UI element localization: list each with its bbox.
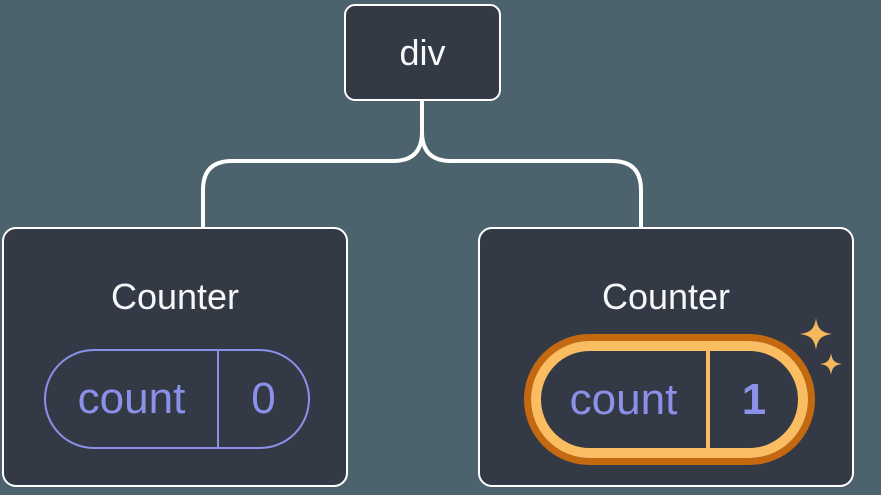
state-value: 0 xyxy=(251,374,276,423)
counter-card-left: Counter count 0 xyxy=(2,227,348,487)
tree-node-div-label: div xyxy=(399,31,446,73)
counter-title: Counter xyxy=(110,276,240,317)
state-value: 1 xyxy=(741,374,767,424)
counter-title: Counter xyxy=(601,276,731,317)
state-label: count xyxy=(46,351,219,447)
state-pill-highlight-ring: count 1 xyxy=(524,334,815,465)
state-label: count xyxy=(541,351,710,448)
state-pill: count 0 xyxy=(44,349,310,449)
counter-card-right: Counter count 1 xyxy=(478,227,854,487)
state-pill: count 1 xyxy=(531,341,808,458)
tree-node-div: div xyxy=(344,4,501,101)
